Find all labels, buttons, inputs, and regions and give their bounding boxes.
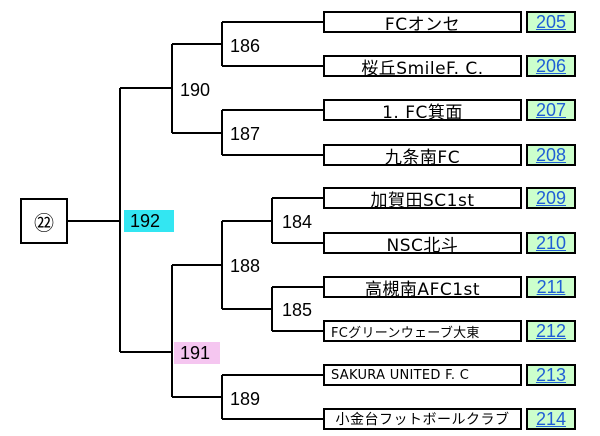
team-name: NSC北斗 [323,232,522,254]
team-name: 小金台フットボールクラブ [323,408,522,430]
match-number-191: 191 [174,342,220,364]
game-number-link[interactable]: 212 [526,320,576,342]
team-name: 加賀田SC1st [323,187,522,209]
final-match-number: 192 [124,210,174,232]
game-number-link[interactable]: 210 [526,232,576,254]
game-number-link[interactable]: 209 [526,187,576,209]
match-number-186: 186 [230,36,261,56]
team-name: 1. FC箕面 [323,99,522,121]
team-name: 高槻南AFC1st [323,276,522,298]
game-number-link[interactable]: 206 [526,55,576,77]
match-number-188: 188 [230,256,261,276]
game-number-link[interactable]: 214 [526,408,576,430]
match-number-190: 190 [180,80,211,100]
game-number-link[interactable]: 205 [526,11,576,33]
match-number-189: 189 [230,389,261,409]
match-number-187: 187 [230,124,261,144]
team-name: SAKURA UNITED F. C [323,364,522,386]
team-name: 桜丘SmileF. C. [323,55,522,77]
match-number-184: 184 [282,212,313,232]
team-name: 九条南FC [323,144,522,166]
team-name: FCオンセ [323,11,522,33]
game-number-link[interactable]: 211 [526,276,576,298]
game-number-link[interactable]: 208 [526,144,576,166]
game-number-link[interactable]: 207 [526,99,576,121]
seed-label: ㉒ [20,198,68,244]
match-number-185: 185 [282,300,313,320]
game-number-link[interactable]: 213 [526,364,576,386]
team-name: FCグリーンウェーブ大東 [323,320,522,342]
